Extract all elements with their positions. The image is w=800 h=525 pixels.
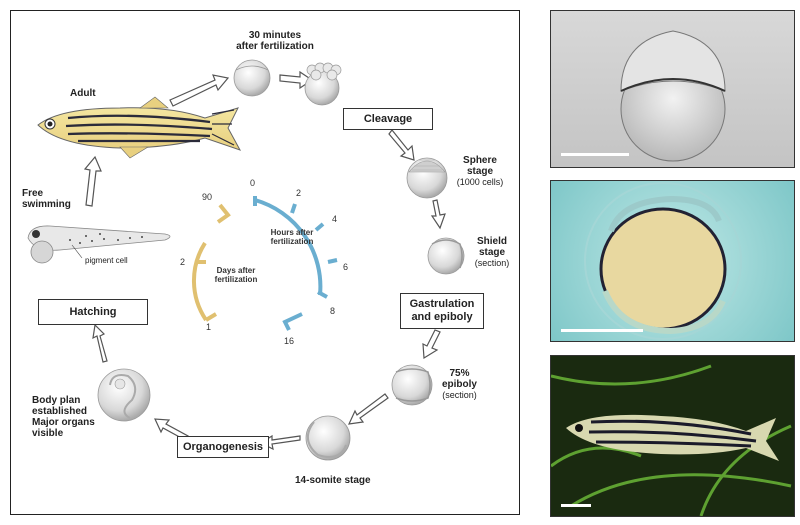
- arrow-organogenesis-to-bodyplan: [154, 418, 189, 441]
- arrow-cleavage-to-sphere: [388, 129, 415, 161]
- box-hatching: Hatching: [38, 299, 148, 325]
- free-swimming-larva: [27, 225, 171, 264]
- somite-embryo-image: [584, 182, 742, 340]
- hour-tick-8: 8: [330, 306, 336, 316]
- hour-tick-2: 2: [296, 188, 302, 198]
- scale-bar: [561, 504, 591, 507]
- day-tick-1: 1: [206, 322, 212, 332]
- arrow-epiboly-to-somite: [347, 393, 389, 425]
- embryo-body-plan: [97, 368, 151, 422]
- hour-tick-16: 16: [284, 336, 295, 346]
- hour-tick-0: 0: [250, 178, 256, 188]
- egg-30min: [233, 59, 271, 97]
- egg-cleavage: [304, 62, 342, 106]
- day-tick-2: 2: [180, 257, 186, 267]
- photo-early-embryo: [550, 10, 795, 168]
- box-organogenesis: Organogenesis: [177, 436, 269, 458]
- egg-sphere: [406, 157, 448, 199]
- arrow-freeswim-to-adult: [83, 155, 102, 207]
- hours-clock: [253, 196, 338, 331]
- early-embryo-image: [620, 30, 726, 162]
- arrow-sphere-to-shield: [430, 199, 446, 230]
- scale-bar: [561, 329, 643, 332]
- label-14-somite: 14-somite stage: [295, 475, 371, 486]
- cycle-arrows: [83, 70, 446, 451]
- adult-zebrafish-image: [551, 364, 792, 516]
- label-pigment-cell: pigment cell: [85, 256, 128, 265]
- egg-epiboly: [391, 364, 433, 406]
- adult-fish-drawing: [37, 96, 242, 159]
- arrow-adult-to-30min: [169, 74, 230, 107]
- scale-bar: [561, 153, 629, 156]
- photo-adult-zebrafish: [550, 355, 795, 517]
- box-cleavage: Cleavage: [343, 108, 433, 130]
- label-adult: Adult: [70, 88, 96, 99]
- hour-tick-4: 4: [332, 214, 338, 224]
- embryo-14-somite: [305, 415, 351, 461]
- arrow-gastrulation-to-epiboly: [422, 329, 441, 360]
- hour-tick-6: 6: [343, 262, 349, 272]
- label-75-epiboly: 75%epiboly (section): [441, 368, 477, 400]
- photo-somite-embryo: [550, 180, 795, 342]
- days-clock: [191, 203, 231, 322]
- day-tick-90: 90: [202, 192, 213, 202]
- arrow-bodyplan-to-hatching: [92, 323, 108, 363]
- egg-shield: [427, 237, 465, 275]
